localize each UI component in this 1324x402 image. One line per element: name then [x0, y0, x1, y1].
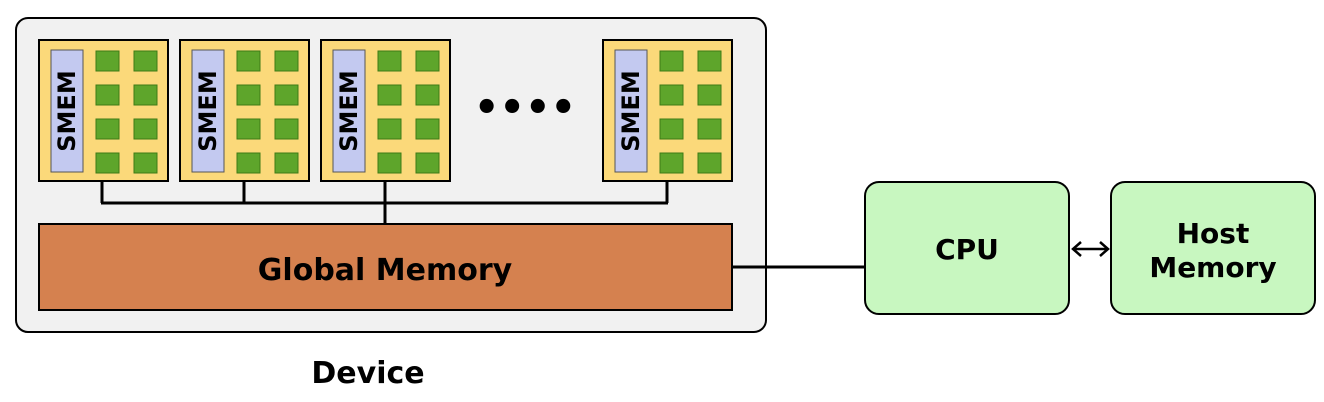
core-cell — [274, 118, 299, 140]
smem-label: SMEM — [194, 70, 222, 151]
host-memory-label-line2: Memory — [1149, 251, 1276, 284]
core-cell — [274, 84, 299, 106]
core-cell — [236, 152, 261, 174]
core-cell — [236, 84, 261, 106]
core-cell — [133, 84, 158, 106]
core-cell — [274, 152, 299, 174]
core-cell — [659, 152, 684, 174]
cpu-label: CPU — [935, 233, 999, 266]
global-memory-label: Global Memory — [258, 253, 513, 288]
streaming-multiprocessor: SMEM — [320, 39, 451, 182]
core-cell — [415, 50, 440, 72]
core-cell — [133, 152, 158, 174]
core-cell — [659, 84, 684, 106]
core-cell — [236, 118, 261, 140]
core-cell — [377, 50, 402, 72]
core-cell — [95, 118, 120, 140]
sm-layer: SMEM SMEM SMEM SMEM — [38, 39, 733, 182]
core-cell — [274, 50, 299, 72]
smem-label: SMEM — [335, 70, 363, 151]
streaming-multiprocessor: SMEM — [602, 39, 733, 182]
core-cell — [415, 118, 440, 140]
core-cell — [95, 152, 120, 174]
core-cell — [95, 50, 120, 72]
smem-label: SMEM — [617, 70, 645, 151]
device-label: Device — [311, 356, 424, 391]
global-memory-block — [38, 223, 733, 311]
smem-block — [332, 49, 366, 173]
host-memory-label-line1: Host — [1177, 217, 1250, 250]
sm-interconnect-bus — [100, 181, 669, 224]
streaming-multiprocessor: SMEM — [179, 39, 310, 182]
core-cell — [133, 50, 158, 72]
smem-block — [191, 49, 225, 173]
smem-label: SMEM — [53, 70, 81, 151]
core-cell — [659, 50, 684, 72]
host-memory-block — [1110, 181, 1316, 315]
core-cell — [377, 152, 402, 174]
smem-block — [614, 49, 648, 173]
core-cell — [415, 152, 440, 174]
core-cell — [697, 152, 722, 174]
ellipsis: •••• — [474, 85, 576, 131]
core-cell — [377, 84, 402, 106]
cpu-host-arrow — [1071, 241, 1110, 257]
core-cell — [697, 118, 722, 140]
core-cell — [697, 50, 722, 72]
core-cell — [133, 118, 158, 140]
smem-block — [50, 49, 84, 173]
core-cell — [415, 84, 440, 106]
core-cell — [236, 50, 261, 72]
core-cell — [659, 118, 684, 140]
cpu-block — [864, 181, 1070, 315]
streaming-multiprocessor: SMEM — [38, 39, 169, 182]
core-cell — [95, 84, 120, 106]
core-cell — [377, 118, 402, 140]
core-cell — [697, 84, 722, 106]
